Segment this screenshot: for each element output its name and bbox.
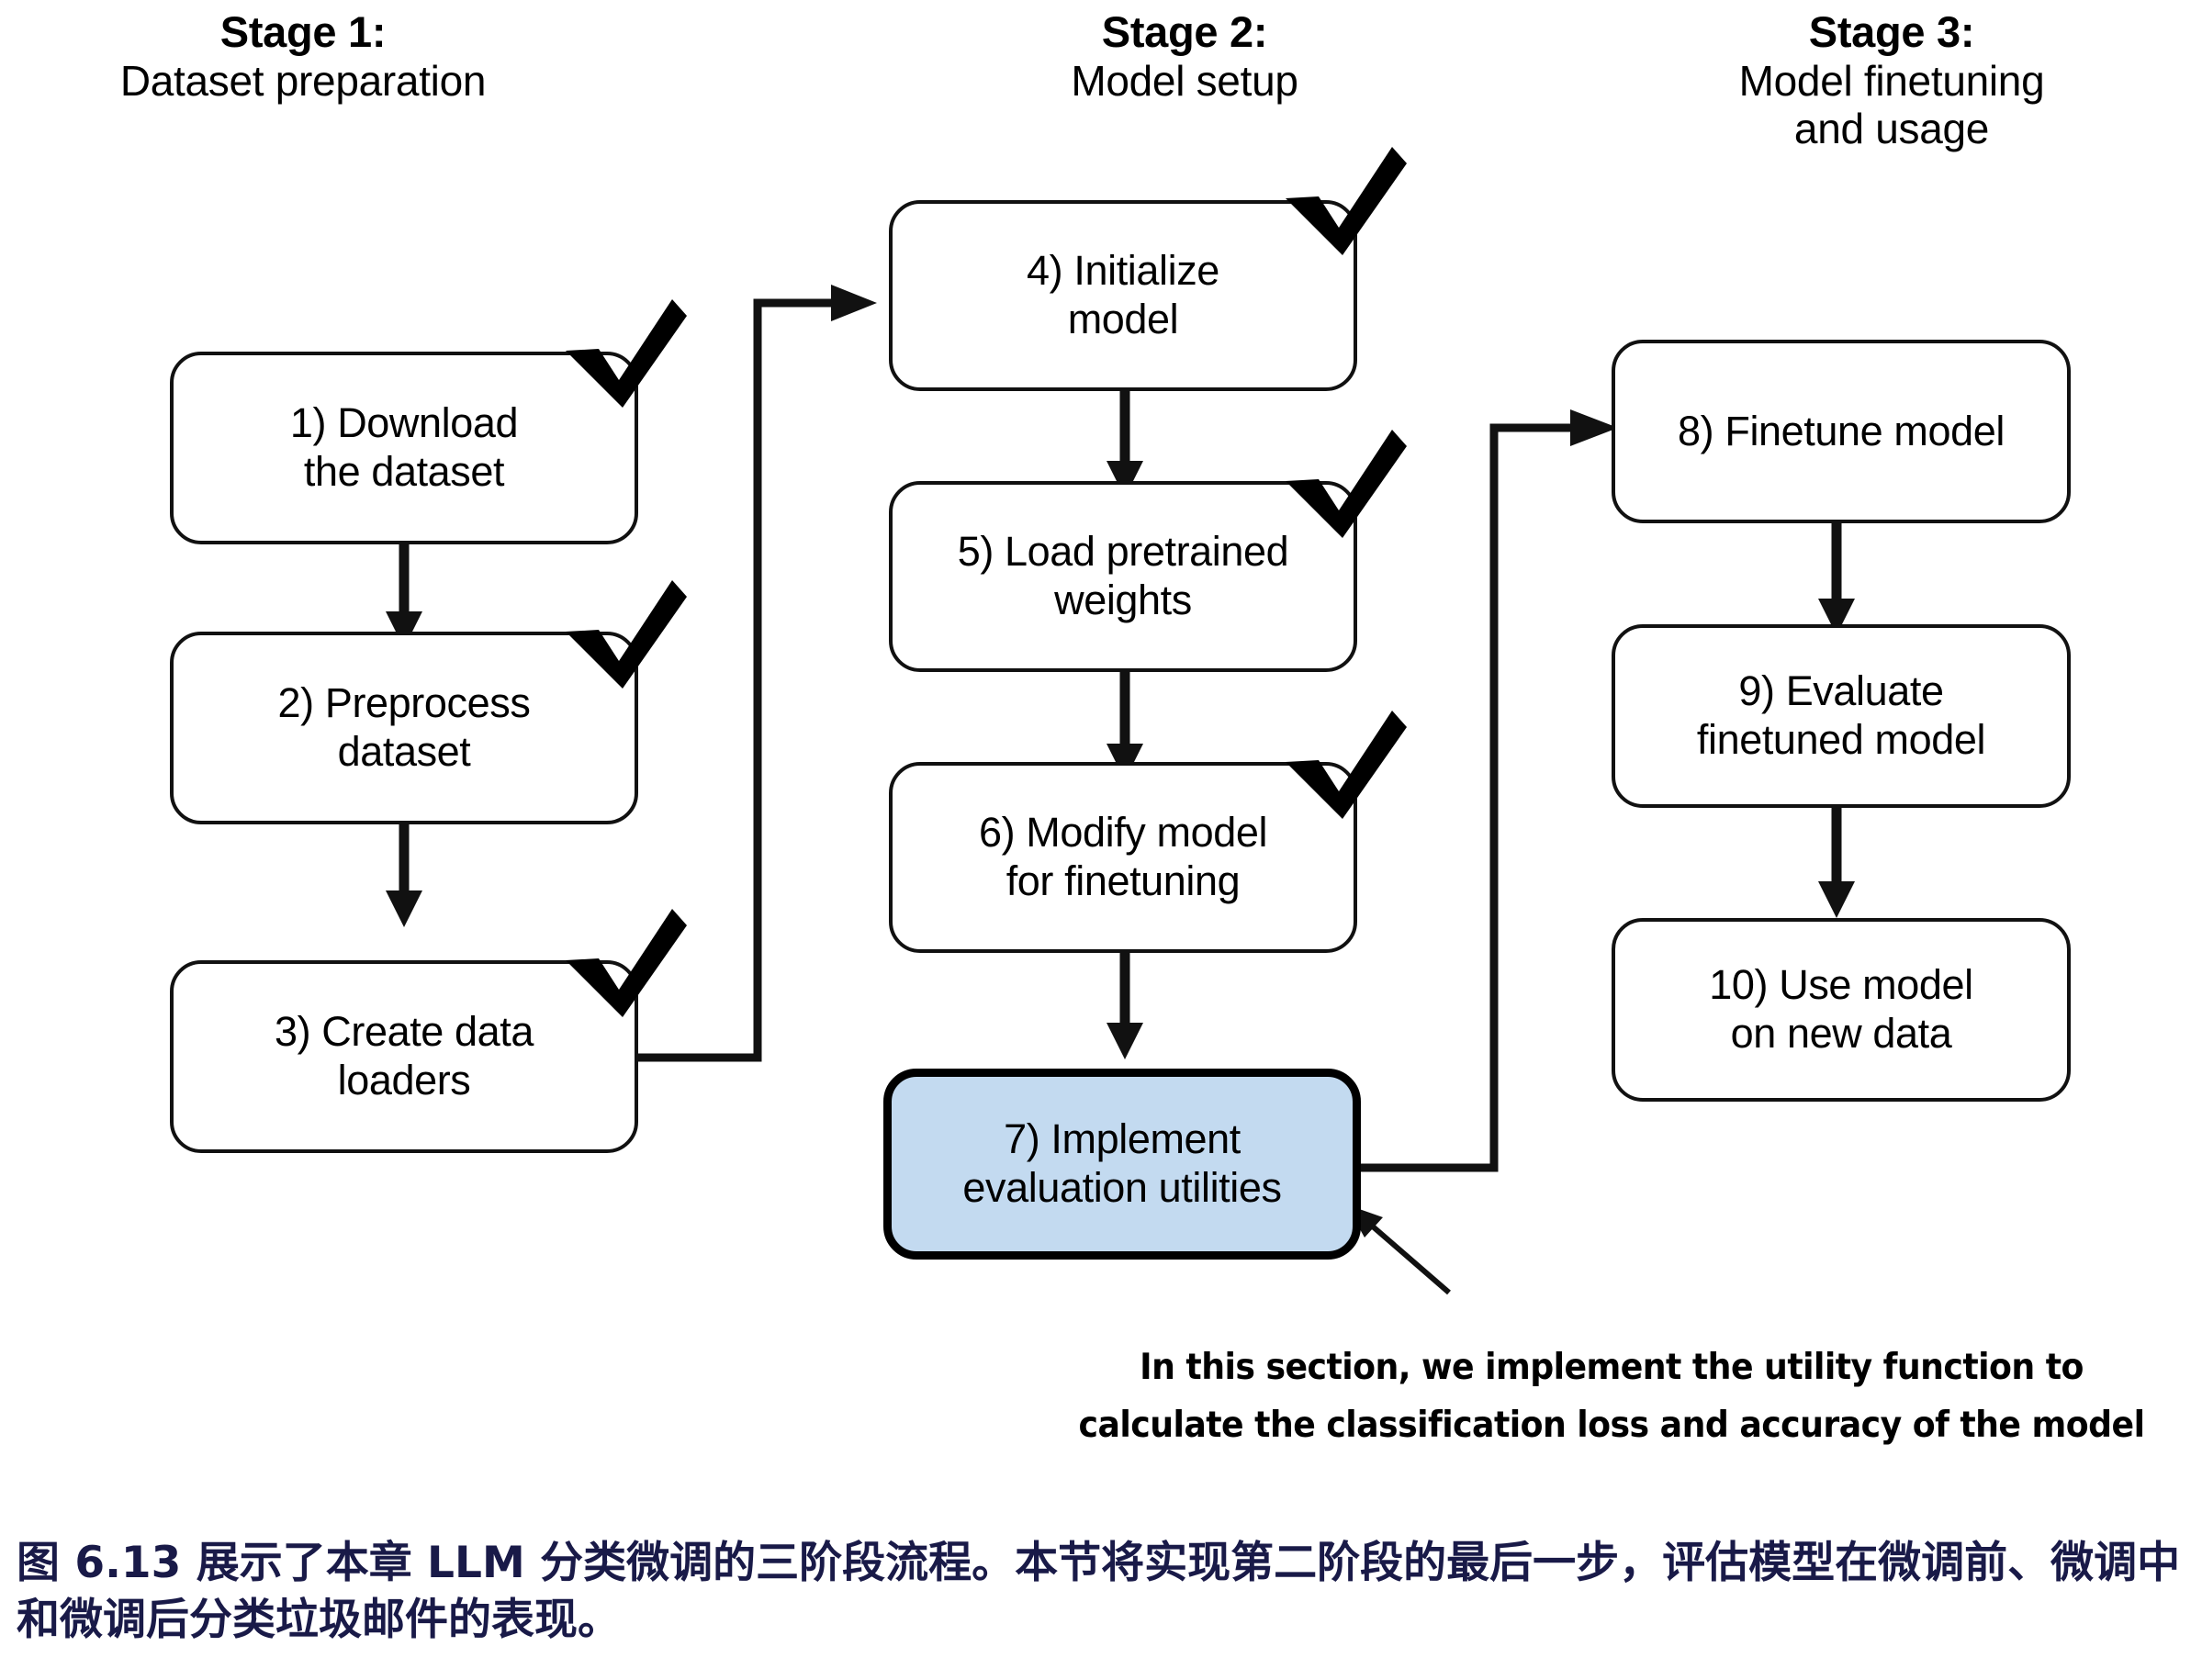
step-7-line-1: 7) Implement bbox=[1004, 1115, 1241, 1163]
step-10-line-2: on new data bbox=[1730, 1010, 1952, 1057]
step-7-line-2: evaluation utilities bbox=[962, 1164, 1282, 1211]
step-box-7-implement-evaluation-utilities[interactable]: 7) Implement evaluation utilities bbox=[883, 1069, 1361, 1260]
step-box-8-finetune-model[interactable]: 8) Finetune model bbox=[1612, 340, 2071, 523]
figure-caption: 图 6.13 展示了本章 LLM 分类微调的三阶段流程。本节将实现第二阶段的最后… bbox=[17, 1538, 2181, 1646]
step-4-line-2: model bbox=[1067, 296, 1179, 342]
step-box-5-load-pretrained-weights[interactable]: 5) Load pretrained weights bbox=[889, 481, 1357, 672]
arrow-step9-to-step10 bbox=[1818, 808, 1855, 918]
step-4-line-1: 4) Initialize bbox=[1027, 247, 1219, 295]
arrow-step8-to-step9 bbox=[1818, 523, 1855, 635]
step-5-line-2: weights bbox=[1054, 577, 1192, 623]
step-2-line-1: 2) Preprocess bbox=[277, 679, 531, 727]
arrow-step6-to-step7 bbox=[1107, 947, 1143, 1059]
step-10-line-1: 10) Use model bbox=[1709, 961, 1973, 1009]
step-box-3-create-data-loaders[interactable]: 3) Create data loaders bbox=[170, 960, 638, 1153]
arrow-step1-to-step2 bbox=[386, 543, 422, 648]
step-9-line-2: finetuned model bbox=[1696, 716, 1986, 763]
step-7-label: 7) Implement evaluation utilities bbox=[901, 1115, 1343, 1212]
stage-3-subtitle-line-2: and usage bbox=[1793, 105, 1990, 153]
step-6-line-2: for finetuning bbox=[1006, 857, 1241, 904]
annotation-pointer-arrow bbox=[1346, 1204, 1451, 1295]
stage-heading-3: Stage 3: Model finetuning and usage bbox=[1616, 7, 2167, 152]
step-3-line-1: 3) Create data bbox=[274, 1008, 534, 1056]
step-box-1-download-the-dataset[interactable]: 1) Download the dataset bbox=[170, 352, 638, 544]
step-6-line-1: 6) Modify model bbox=[978, 809, 1268, 857]
step-8-label: 8) Finetune model bbox=[1678, 407, 2005, 454]
step-5-label: 5) Load pretrained weights bbox=[902, 528, 1344, 624]
stage-2-subtitle: Model setup bbox=[1071, 56, 1298, 105]
stage-1-subtitle: Dataset preparation bbox=[119, 56, 487, 105]
stage-1-title: Stage 1: bbox=[219, 7, 387, 56]
annotation-line-2: calculate the classification loss and ac… bbox=[1078, 1405, 2145, 1447]
step-4-label: 4) Initialize model bbox=[902, 247, 1344, 343]
stage-2-title: Stage 2: bbox=[1101, 7, 1268, 56]
connector-step3-to-step4 bbox=[634, 285, 877, 1062]
step-6-label: 6) Modify model for finetuning bbox=[902, 809, 1344, 905]
stage-heading-1: Stage 1: Dataset preparation bbox=[18, 7, 588, 105]
step-1-line-1: 1) Download bbox=[289, 399, 519, 447]
step-3-line-2: loaders bbox=[337, 1057, 471, 1103]
annotation-line-1: In this section, we implement the utilit… bbox=[1140, 1347, 2084, 1388]
step-5-line-1: 5) Load pretrained bbox=[957, 528, 1289, 576]
step-2-line-2: dataset bbox=[337, 728, 471, 775]
step-box-9-evaluate-finetuned-model[interactable]: 9) Evaluate finetuned model bbox=[1612, 624, 2071, 808]
step-1-line-2: the dataset bbox=[303, 448, 505, 495]
arrow-step2-to-step3 bbox=[386, 823, 422, 927]
step-10-label: 10) Use model on new data bbox=[1624, 961, 2058, 1058]
step-box-4-initialize-model[interactable]: 4) Initialize model bbox=[889, 200, 1357, 391]
step-box-6-modify-model-for-finetuning[interactable]: 6) Modify model for finetuning bbox=[889, 762, 1357, 953]
step-9-line-1: 9) Evaluate bbox=[1738, 667, 1944, 715]
step-box-10-use-model-on-new-data[interactable]: 10) Use model on new data bbox=[1612, 918, 2071, 1102]
annotation-callout: In this section, we implement the utilit… bbox=[1078, 1338, 2146, 1454]
step-3-label: 3) Create data loaders bbox=[183, 1008, 625, 1104]
step-box-2-preprocess-dataset[interactable]: 2) Preprocess dataset bbox=[170, 632, 638, 824]
stage-heading-2: Stage 2: Model setup bbox=[918, 7, 1451, 105]
connector-step7-to-step8 bbox=[1359, 409, 1618, 1172]
arrow-step4-to-step5 bbox=[1107, 387, 1143, 498]
step-2-label: 2) Preprocess dataset bbox=[183, 679, 625, 776]
stage-3-subtitle-line-1: Model finetuning bbox=[1738, 56, 2045, 105]
step-1-label: 1) Download the dataset bbox=[183, 399, 625, 496]
step-9-label: 9) Evaluate finetuned model bbox=[1624, 667, 2058, 764]
stage-3-title: Stage 3: bbox=[1808, 7, 1975, 56]
